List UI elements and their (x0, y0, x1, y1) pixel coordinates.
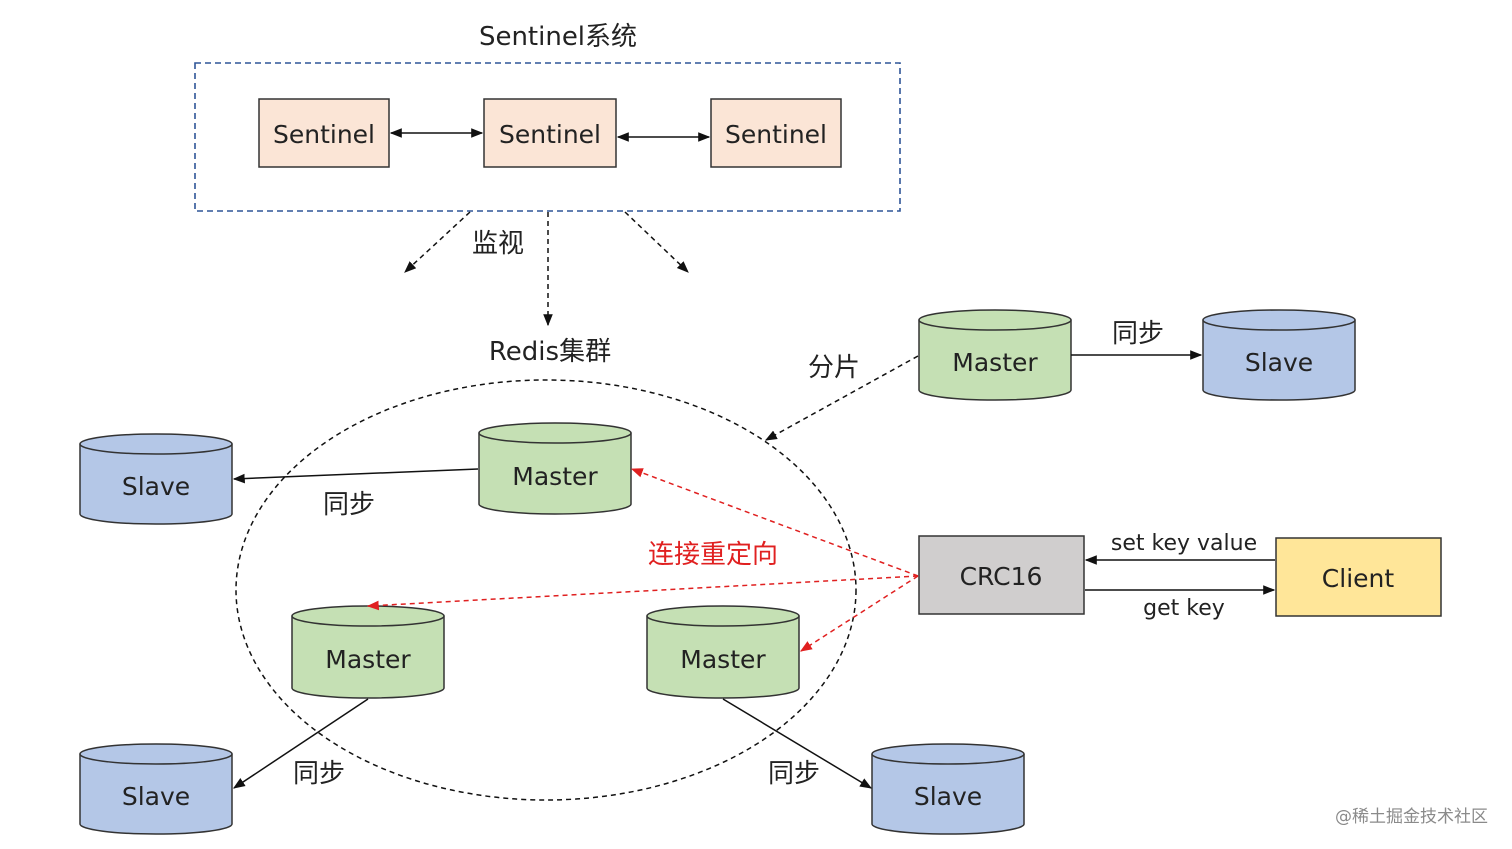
sync-arrow-bottom-right (722, 698, 873, 789)
sync-label-left-top: 同步 (323, 490, 375, 520)
master-label: Master (325, 645, 411, 674)
redirect-label: 连接重定向 (648, 540, 778, 570)
sentinel-node-2: Sentinel (483, 98, 617, 168)
get-key-label: get key (1143, 596, 1225, 621)
master-label: Master (952, 348, 1038, 377)
sentinel-node-label: Sentinel (499, 120, 601, 149)
sentinel-system-title: Sentinel系统 (479, 22, 637, 52)
master-label: Master (512, 462, 598, 491)
slave-label: Slave (122, 472, 190, 501)
master-bottom-right-cylinder: Master (646, 605, 800, 699)
watermark: @稀土掘金技术社区 (1335, 807, 1488, 827)
redirect-arrow-top (630, 468, 919, 577)
slave-external-cylinder: Slave (1202, 309, 1356, 401)
monitor-arrow-left (404, 211, 471, 273)
slave-left-top-cylinder: Slave (79, 433, 233, 525)
sentinel-node-3: Sentinel (710, 98, 842, 168)
cluster-boundary (235, 379, 857, 801)
monitor-label: 监视 (472, 229, 524, 259)
sentinel-system-border (194, 62, 901, 212)
slave-label: Slave (914, 782, 982, 811)
sync-label-external: 同步 (1112, 319, 1164, 349)
master-top-cylinder: Master (478, 422, 632, 515)
slave-left-bottom-cylinder: Slave (79, 743, 233, 835)
sentinel-node-label: Sentinel (725, 120, 827, 149)
shard-arrow (764, 355, 919, 441)
set-key-label: set key value (1111, 531, 1257, 556)
shard-label: 分片 (808, 353, 860, 383)
slave-bottom-right-cylinder: Slave (871, 743, 1025, 835)
slave-label: Slave (1245, 348, 1313, 377)
crc16-label: CRC16 (960, 562, 1043, 591)
client-box: Client (1275, 537, 1442, 617)
sync-label-left-bottom: 同步 (293, 759, 345, 789)
sync-label-bottom-right: 同步 (768, 759, 820, 789)
redirect-arrow-right (799, 575, 919, 652)
slave-label: Slave (122, 782, 190, 811)
sentinel-node-label: Sentinel (273, 120, 375, 149)
cluster-title: Redis集群 (489, 337, 611, 367)
master-label: Master (680, 645, 766, 674)
master-external-cylinder: Master (918, 309, 1072, 401)
monitor-arrow-right (624, 211, 689, 273)
master-bottom-left-cylinder: Master (291, 605, 445, 699)
sync-arrow-left-bottom (233, 698, 369, 789)
sync-arrow-left-top (232, 468, 479, 484)
client-label: Client (1322, 564, 1395, 593)
redirect-arrow-left (366, 575, 919, 611)
crc16-box: CRC16 (918, 535, 1085, 615)
sentinel-node-1: Sentinel (258, 98, 390, 168)
